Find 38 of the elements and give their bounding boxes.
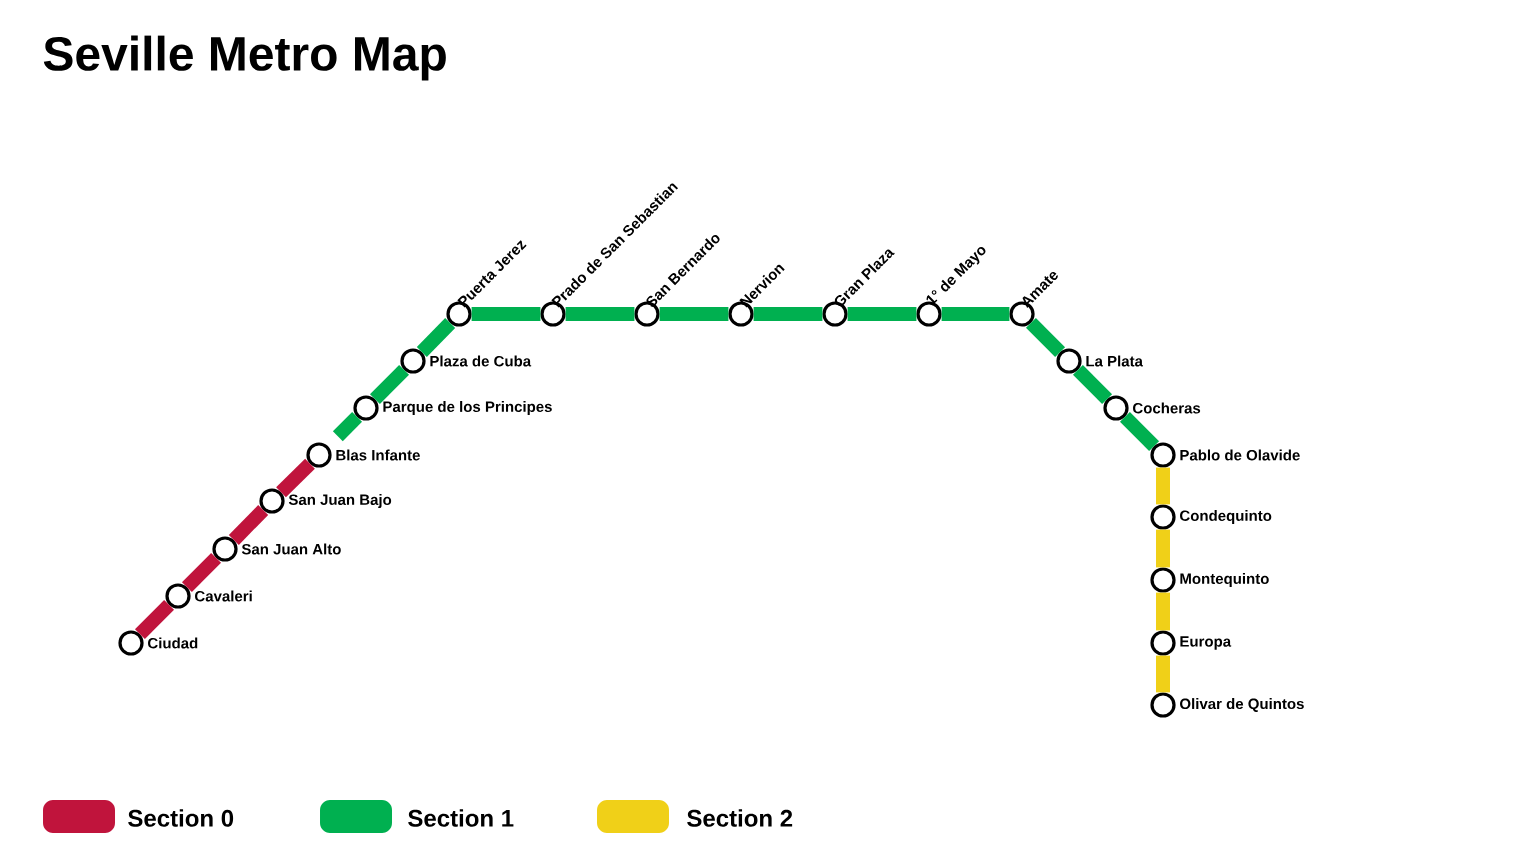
station-label: San Juan Bajo: [288, 494, 392, 508]
station-label: Parque de los Principes: [383, 401, 552, 415]
station-label: Olivar de Quintos: [1180, 698, 1304, 712]
line-segment: [565, 307, 635, 321]
line-segment: [1156, 529, 1170, 568]
line-segment: [471, 307, 541, 321]
station-label: Blas Infante: [336, 449, 420, 461]
line-segment: [1072, 364, 1113, 405]
line-segment: [1156, 592, 1170, 631]
station-label: Montequinto: [1180, 573, 1269, 587]
line-segment: [228, 505, 269, 545]
station-label: Condequinto: [1180, 510, 1272, 524]
line-segment: [1156, 655, 1170, 693]
line-segment: [181, 552, 222, 593]
line-segment: [847, 307, 917, 321]
legend-label: Section 2: [687, 809, 793, 827]
line-segment: [659, 307, 729, 321]
line-segment: [134, 599, 175, 640]
line-segment: [369, 364, 410, 405]
line-segment: [416, 318, 456, 357]
line-segment: [332, 411, 363, 442]
line-segment: [276, 458, 315, 498]
station-label: Pablo de Olavide: [1180, 449, 1300, 461]
station-label: San Juan Alto: [241, 543, 341, 555]
title: Seville Metro Map: [43, 35, 446, 81]
station-label: Ciudad: [148, 637, 198, 649]
line-segment: [941, 307, 1010, 321]
line-segment: [753, 307, 823, 321]
legend-label: Section 1: [408, 809, 514, 827]
line-segment: [1156, 467, 1170, 505]
station-label: Europa: [1180, 636, 1232, 650]
station-label: Cocheras: [1133, 402, 1201, 414]
station-label: La Plata: [1086, 355, 1143, 367]
station-label: Plaza de Cuba: [430, 355, 532, 367]
line-segment: [1025, 317, 1066, 358]
line-segment: [1119, 411, 1160, 452]
legend-label: Section 0: [128, 809, 234, 827]
station-label: Cavaleri: [195, 590, 252, 602]
